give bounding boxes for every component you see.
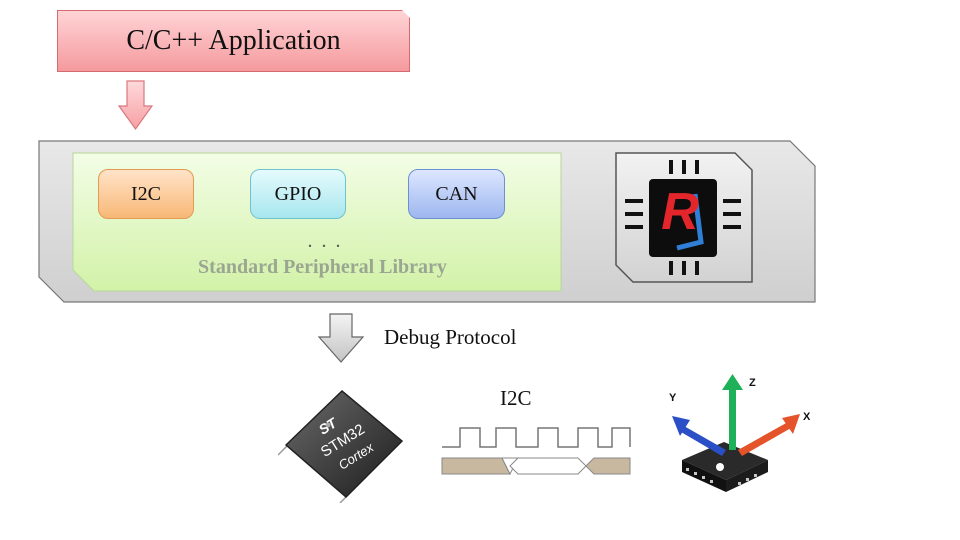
- y-axis-label: Y: [669, 392, 677, 404]
- more-peripherals-ellipsis: . . .: [307, 230, 343, 252]
- debug-protocol-label: Debug Protocol: [384, 325, 517, 349]
- gpio-label: GPIO: [274, 182, 322, 205]
- gpio-peripheral-box: GPIO: [250, 169, 346, 219]
- i2c-peripheral-box: I2C: [98, 169, 194, 219]
- z-axis-label: Z: [749, 377, 756, 389]
- i2c-waveform-icon: [440, 425, 632, 477]
- library-label: Standard Peripheral Library: [198, 256, 447, 278]
- application-label: C/C++ Application: [126, 25, 341, 56]
- down-arrow-icon: [317, 313, 365, 363]
- chip-logo-letter: R: [661, 183, 699, 241]
- i2c-signal-label: I2C: [500, 386, 532, 410]
- chip-logo-icon: [615, 152, 753, 283]
- stm32-chip-icon: ST STM32 Cortex: [277, 385, 408, 504]
- application-box: C/C++ Application: [57, 10, 410, 72]
- can-label: CAN: [435, 182, 478, 205]
- x-axis-label: X: [803, 411, 811, 423]
- i2c-label: I2C: [131, 182, 161, 205]
- imu-sensor-icon: Z X Y: [660, 370, 820, 500]
- can-peripheral-box: CAN: [408, 169, 505, 219]
- down-arrow-icon: [117, 80, 154, 131]
